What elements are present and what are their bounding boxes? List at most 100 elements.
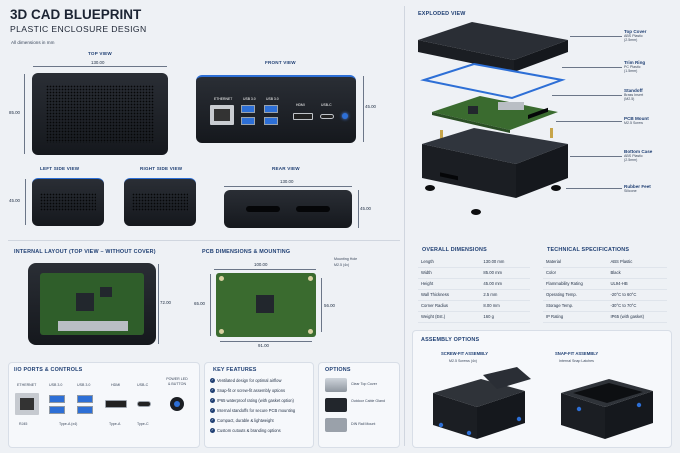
pcb-hole-tr [308, 276, 313, 281]
check-icon: ✓ [210, 398, 215, 404]
io-usb1-label: USB 3.0 [49, 383, 63, 387]
io-usbc-label: USB-C [137, 383, 149, 387]
top-height-dim: 85.00 [9, 110, 20, 115]
io-ethernet-label: ETHERNET [17, 383, 37, 387]
check-icon: ✓ [210, 418, 215, 424]
options-panel: OPTIONS Clear Top Cover Outdoor Cable Gl… [318, 362, 400, 448]
pcb-height-dimline [210, 274, 211, 336]
part-top-cover-spec2: (2.5mm) [624, 38, 638, 42]
option-din-rail: DIN Rail Mount [351, 422, 376, 426]
left-side-enclosure [32, 178, 104, 226]
snap-fit-drawing [561, 379, 653, 439]
io-usb2-label: USB 3.0 [77, 383, 91, 387]
mounting-hole-spec: M2.5 (4x) [334, 263, 350, 267]
screw-fit-sub: M2.5 Screws (4x) [449, 359, 477, 363]
top-width-dimline [33, 66, 167, 67]
front-usb-port-4 [264, 117, 278, 125]
part-rubber-feet: Rubber Feet Silicone [624, 184, 651, 193]
key-features-label: KEY FEATURES [213, 367, 257, 373]
option-clear-cover: Clear Top Cover [351, 382, 377, 386]
front-height-dim: 45.00 [365, 104, 376, 109]
screw-fit-title: SCREW-FIT ASSEMBLY [441, 351, 489, 356]
left-height-dimline [25, 179, 26, 225]
part-trim-ring: Trim Ring PC Plastic (1.5mm) [624, 60, 645, 73]
front-port-usb1-label: USB 3.0 [243, 97, 256, 101]
internal-enclosure [28, 263, 156, 345]
exploded-bottom-case [422, 128, 568, 164]
part-bottom-case-name: Bottom Case [624, 149, 653, 154]
horizontal-divider [8, 240, 400, 241]
part-standoff-name: Standoff [624, 88, 643, 93]
rear-vent-slot-right [296, 206, 330, 212]
front-view-label: FRONT VIEW [265, 60, 296, 65]
feature-item: ✓Compact, durable & lightweight [210, 418, 274, 424]
part-top-cover-spec1: ABS Plastic [624, 34, 643, 38]
pcb-chip [256, 295, 274, 313]
assembly-options-panel: ASSEMBLY OPTIONS SCREW-FIT ASSEMBLY M2.5… [412, 330, 672, 448]
table-row: Operating Temp.-20°C to 60°C [543, 289, 667, 301]
part-bottom-case: Bottom Case ABS Plastic (2.5mm) [624, 149, 652, 162]
callout-line-top-cover [570, 36, 622, 37]
io-usb-sub: Type-A (x4) [59, 422, 78, 426]
internal-pcb [40, 273, 144, 335]
left-height-dim: 45.00 [9, 198, 20, 203]
front-height-dimline [363, 76, 364, 142]
io-ethernet-sub: RJ45 [19, 422, 28, 426]
io-hdmi-port [105, 400, 127, 408]
front-port-hdmi-label: HDMI [296, 103, 305, 107]
check-icon: ✓ [210, 428, 215, 434]
pcb-hole-br [308, 329, 313, 334]
top-width-dim: 130.00 [91, 60, 105, 65]
internal-layout-label: INTERNAL LAYOUT (TOP VIEW – WITHOUT COVE… [14, 249, 156, 255]
part-trim-ring-name: Trim Ring [624, 60, 646, 65]
front-usb-port-2 [241, 117, 255, 125]
check-icon: ✓ [210, 378, 215, 384]
exploded-trim-ring [420, 62, 566, 100]
table-row: Weight (Est.)160 g [418, 311, 530, 323]
io-usbc-port [137, 401, 151, 407]
top-height-dimline [24, 74, 25, 154]
rear-height-dim: 45.00 [360, 206, 371, 211]
check-icon: ✓ [210, 408, 215, 414]
right-view-label: RIGHT SIDE VIEW [140, 166, 183, 171]
pcb-inner-dimline [321, 278, 322, 332]
technical-specs-label: TECHNICAL SPECIFICATIONS [547, 247, 630, 253]
exploded-view-label: EXPLODED VIEW [418, 11, 466, 17]
vertical-divider [404, 6, 405, 446]
option-clear-cover-icon [325, 378, 347, 392]
part-pcb-mount: PCB Mount M2.5 Screw [624, 116, 649, 125]
option-cable-gland-icon [325, 398, 347, 412]
part-bottom-case-spec2: (2.5mm) [624, 158, 638, 162]
io-usb-port-4 [77, 406, 93, 414]
front-view-enclosure: ETHERNET USB 3.0 USB 3.0 HDMI USB-C [196, 75, 356, 143]
front-power-led [342, 113, 348, 119]
pcb-board [216, 273, 316, 337]
part-trim-ring-spec2: (1.5mm) [624, 69, 638, 73]
pcb-width-dimline [214, 269, 316, 270]
feature-item: ✓IP65 waterproof rating (with gasket opt… [210, 398, 294, 404]
callout-line-bottom-case [570, 156, 622, 157]
part-standoff: Standoff Brass Insert (M2.5) [624, 88, 643, 101]
rear-height-dimline [358, 190, 359, 228]
io-usb-port-3 [77, 395, 93, 403]
snap-fit-title: SNAP-FIT ASSEMBLY [555, 351, 599, 356]
io-ports-label: I/O PORTS & CONTROLS [14, 367, 83, 373]
io-power-label: POWER LED & BUTTON [166, 377, 188, 386]
exploded-pcb [432, 96, 558, 130]
rear-width-dimline [224, 186, 352, 187]
pcb-dimensions-label: PCB DIMENSIONS & MOUNTING [202, 249, 291, 255]
option-din-rail-icon [325, 418, 347, 432]
part-trim-ring-spec1: PC Plastic [624, 65, 641, 69]
front-port-usbc-label: USB-C [321, 103, 332, 107]
internal-height-dimline [158, 264, 159, 344]
front-usb-port-3 [264, 105, 278, 113]
exploded-rubber-foot [425, 185, 435, 191]
page-subtitle: PLASTIC ENCLOSURE DESIGN [10, 24, 147, 34]
